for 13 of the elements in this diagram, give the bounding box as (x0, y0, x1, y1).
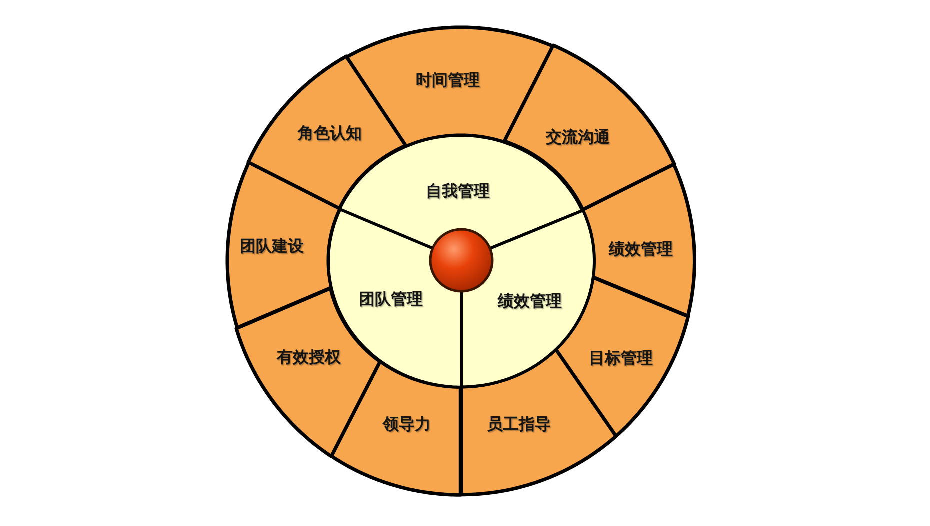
sector-label: 绩效管理 (498, 291, 562, 311)
segment-label: 交流沟通 (546, 127, 610, 147)
segment-label: 有效授权 (276, 347, 341, 367)
segment-label: 角色认知 (298, 123, 362, 143)
sector-label: 团队管理 (358, 289, 423, 309)
sector-label: 自我管理 (426, 181, 490, 201)
ring-segment (247, 55, 408, 211)
segment-label: 目标管理 (588, 348, 653, 368)
segment-label: 团队建设 (240, 236, 304, 256)
segment-label: 领导力 (382, 414, 431, 434)
segment-label: 绩效管理 (608, 239, 673, 259)
segment-label: 员工指导 (487, 414, 551, 434)
segment-label: 时间管理 (416, 70, 480, 90)
